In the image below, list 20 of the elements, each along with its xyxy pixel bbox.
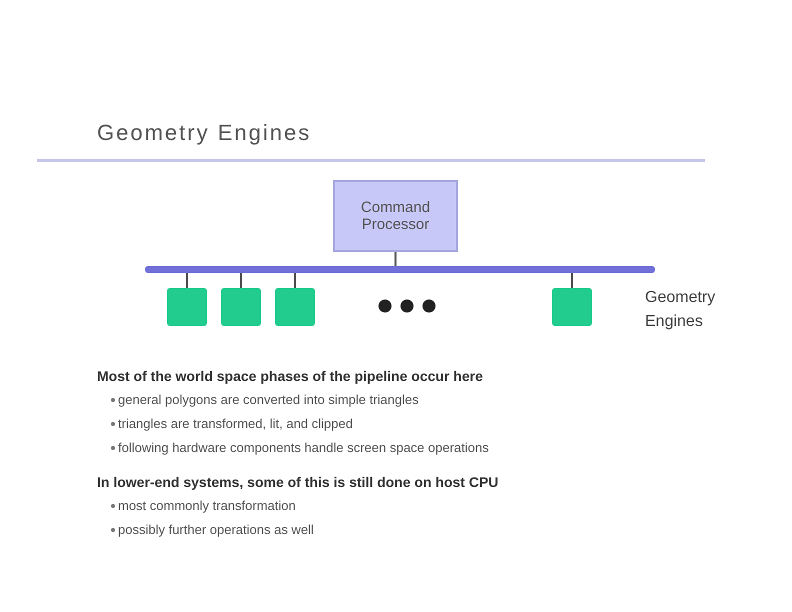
bus-bar: [145, 266, 655, 273]
section-heading: Most of the world space phases of the pipeline occur here: [97, 368, 483, 384]
engine-box: [552, 288, 592, 326]
engine-box: [167, 288, 207, 326]
engine-box: [275, 288, 315, 326]
side-label: Geometry Engines: [645, 288, 716, 332]
bullet-item: most commonly transformation: [118, 498, 296, 513]
connector-line: [394, 252, 396, 266]
connector-line: [294, 273, 296, 288]
slide-title: Geometry Engines: [97, 120, 312, 146]
connector-line: [571, 273, 573, 288]
bullet-item: general polygons are converted into simple triangles: [118, 392, 419, 407]
bullet-item: triangles are transformed, lit, and clipped: [118, 416, 353, 431]
connector-line: [240, 273, 242, 288]
section-heading: In lower-end systems, some of this is still done on host CPU: [97, 474, 498, 490]
bullet-item: possibly further operations as well: [118, 522, 314, 537]
engine-box: [221, 288, 261, 326]
processor-box: Command Processor: [333, 180, 458, 252]
bullet-item: following hardware components handle screen space operations: [118, 440, 489, 455]
connector-line: [186, 273, 188, 288]
